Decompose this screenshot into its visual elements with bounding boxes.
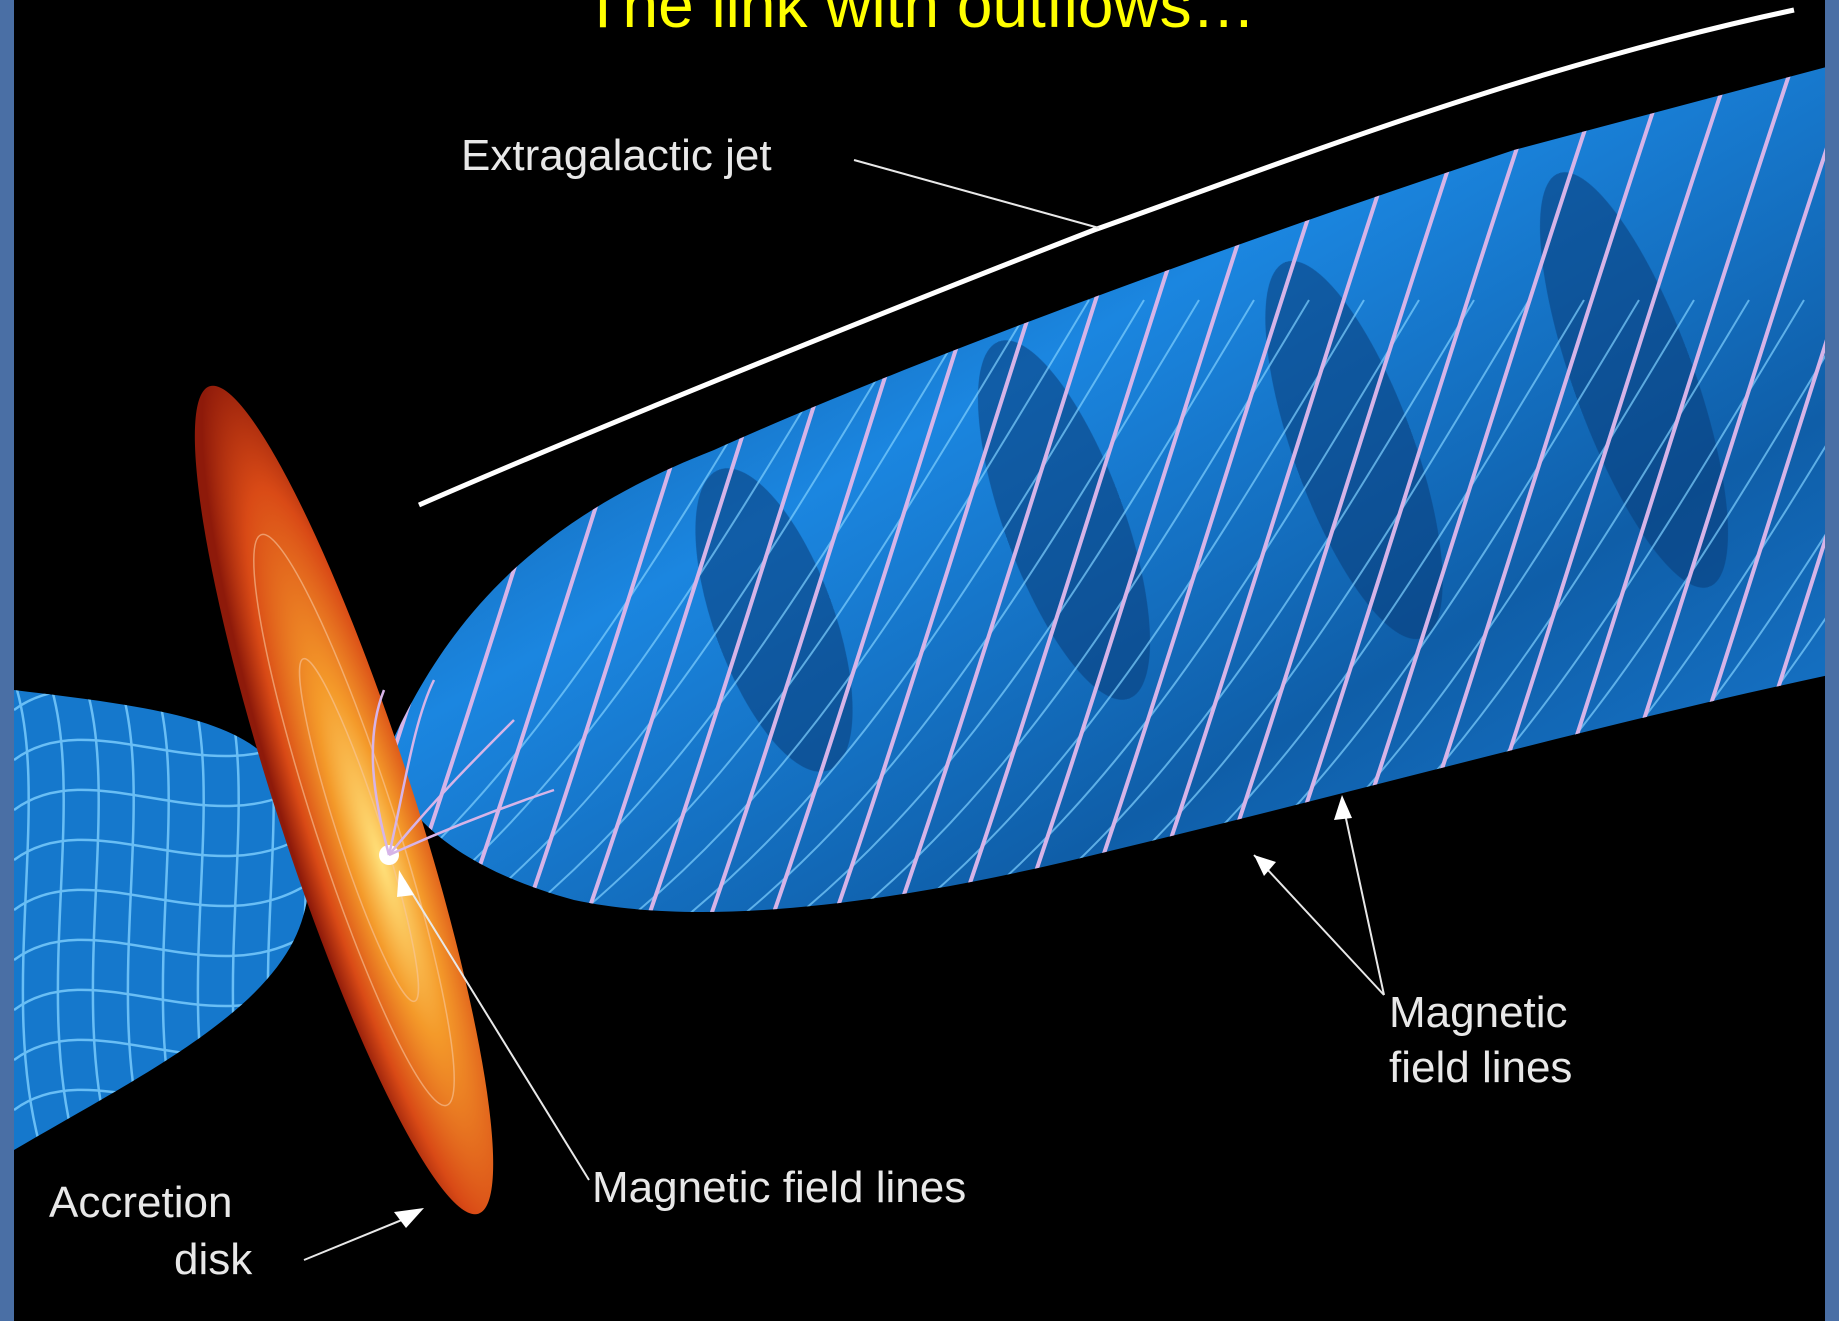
label-accretion-disk-1: Accretion [49,1175,232,1231]
label-magnetic-field-lines-bottom: Magnetic field lines [592,1160,966,1216]
diagram-panel: The link with outflows… Extragalactic je… [14,0,1825,1321]
jet-diagram [14,0,1825,1321]
jet-body [254,60,1825,980]
label-extragalactic-jet: Extragalactic jet [461,128,772,184]
label-magnetic-field-lines-right-1: Magnetic [1389,985,1568,1041]
label-magnetic-field-lines-right-2: field lines [1389,1040,1572,1096]
slide-title: The link with outflows… [14,0,1825,40]
label-accretion-disk-2: disk [174,1232,252,1288]
